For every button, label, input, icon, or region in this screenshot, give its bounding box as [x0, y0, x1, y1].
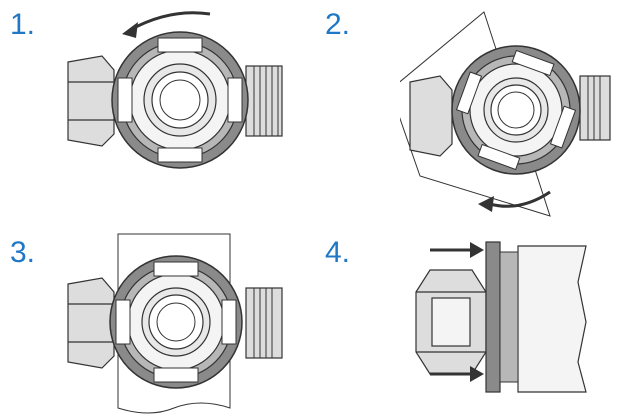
step-4-number: 4.	[325, 236, 351, 269]
arrow-right-icon	[430, 242, 484, 258]
step-2-number: 2.	[325, 8, 351, 41]
right-thread	[579, 75, 611, 141]
arrow-right-icon	[430, 366, 484, 382]
curved-arrow-icon	[122, 11, 211, 38]
housing	[517, 245, 587, 393]
step-3-diagram	[60, 222, 300, 416]
step-3-number: 3.	[10, 236, 36, 269]
right-thread	[245, 65, 283, 137]
upright-frame	[117, 233, 231, 414]
step-1-diagram	[60, 0, 300, 200]
step-1-number: 1.	[10, 8, 36, 41]
step-2-diagram	[400, 0, 617, 220]
left-hex-nut	[409, 75, 453, 157]
step-4-diagram	[400, 222, 617, 416]
left-hex-nut	[67, 277, 115, 369]
right-thread	[245, 287, 283, 359]
left-hex-nut	[67, 55, 115, 147]
flange-plate	[485, 241, 501, 393]
curved-arrow-icon	[478, 190, 551, 212]
